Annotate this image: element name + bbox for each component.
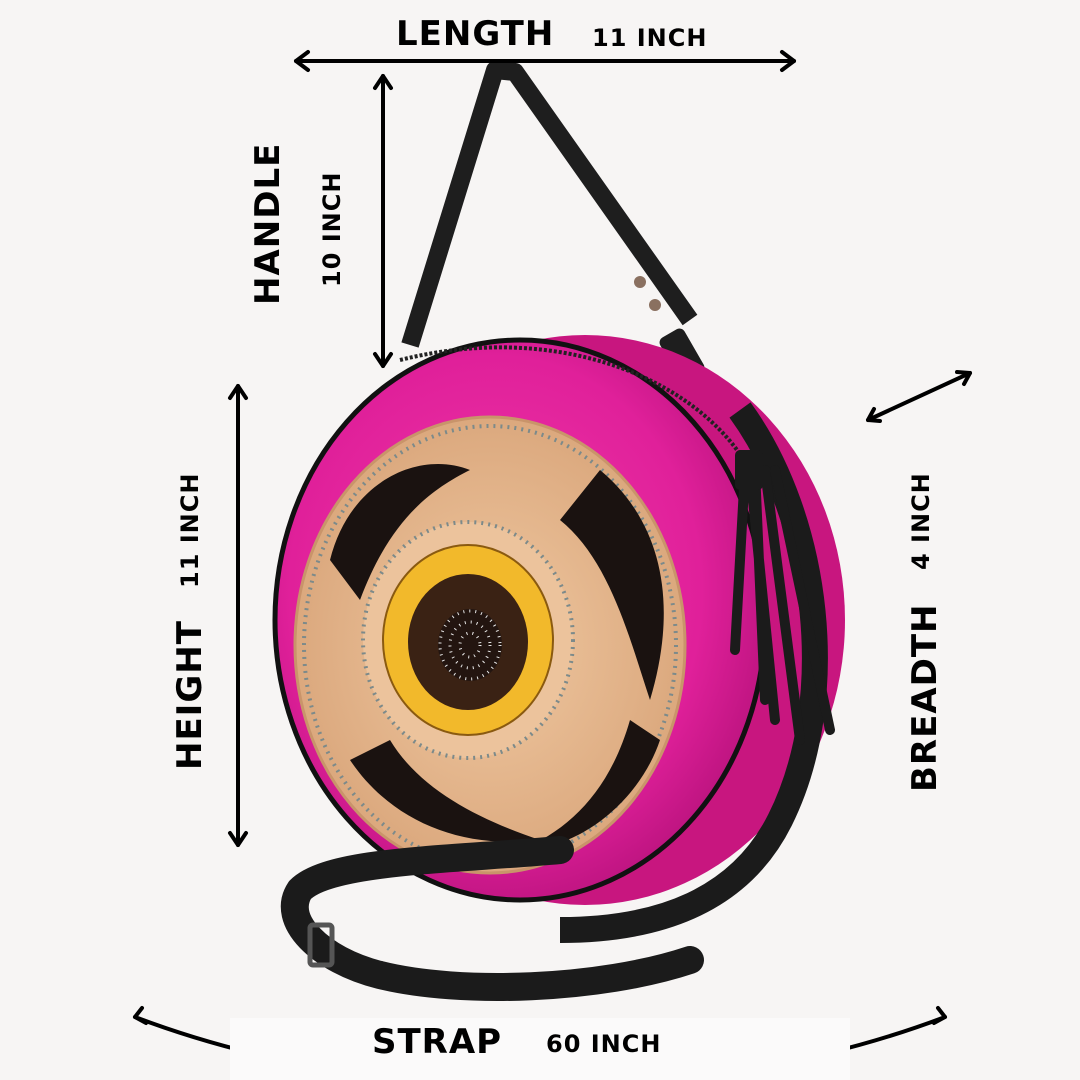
handle-label: HANDLE bbox=[248, 142, 288, 305]
strap-value: 60 INCH bbox=[546, 1030, 662, 1058]
height-label: HEIGHT bbox=[170, 620, 210, 770]
crossbody-strap bbox=[280, 836, 704, 1001]
sunflower-motif bbox=[382, 544, 554, 736]
strap-label: STRAP bbox=[372, 1022, 503, 1062]
bag-front bbox=[272, 337, 768, 903]
breadth-value: 4 INCH bbox=[907, 472, 935, 570]
length-label: LENGTH bbox=[396, 14, 555, 54]
handle-value: 10 INCH bbox=[318, 171, 346, 287]
breadth-label: BREADTH bbox=[905, 603, 945, 792]
breadth-arrow bbox=[866, 371, 972, 422]
height-value: 11 INCH bbox=[176, 472, 204, 588]
tassel bbox=[730, 450, 835, 745]
length-value: 11 INCH bbox=[592, 24, 708, 52]
strap-label-band bbox=[230, 1018, 850, 1080]
